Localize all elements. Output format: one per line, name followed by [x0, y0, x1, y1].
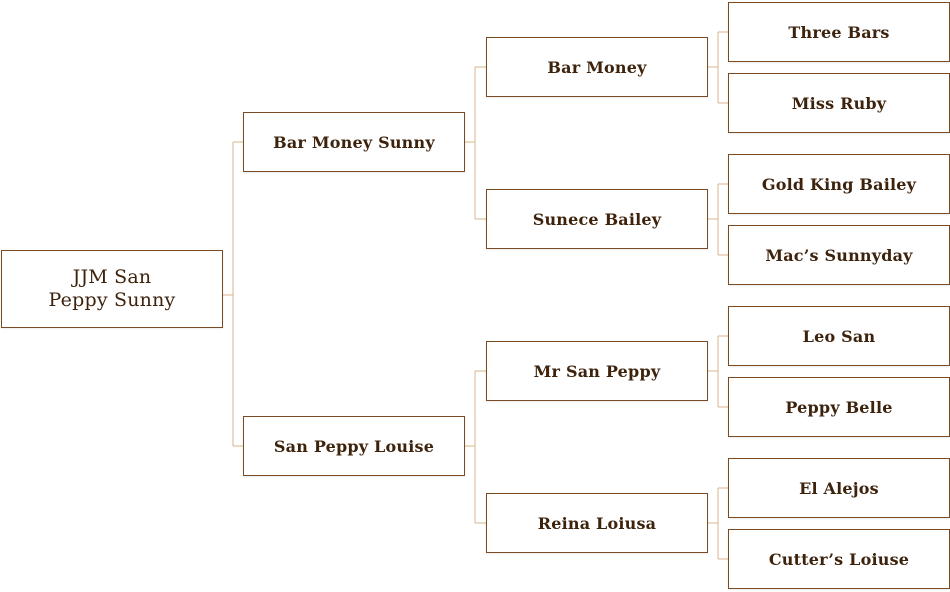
dam-dam-dam-box: Cutter’s Loiuse: [728, 529, 950, 589]
dam-sire-sire-box: Leo San: [728, 306, 950, 366]
dam-dam-box: Reina Loiusa: [486, 493, 708, 553]
dam-dam-sire-box: El Alejos: [728, 458, 950, 518]
sire-dam-sire-box: Gold King Bailey: [728, 154, 950, 214]
connector-line: [465, 66, 486, 220]
connector-line: [223, 141, 243, 447]
sire-dam-dam-box: Mac’s Sunnyday: [728, 225, 950, 285]
sire-sire-sire-box: Three Bars: [728, 2, 950, 62]
connector-line: [708, 335, 728, 408]
horse-name-line2: Peppy Sunny: [48, 289, 176, 311]
connector-line: [465, 370, 486, 524]
connector-line: [708, 31, 728, 104]
sire-sire-dam-box: Miss Ruby: [728, 73, 950, 133]
sire-sire-box: Bar Money: [486, 37, 708, 97]
dam-sire-dam-box: Peppy Belle: [728, 377, 950, 437]
sire-box: Bar Money Sunny: [243, 112, 465, 172]
dam-box: San Peppy Louise: [243, 416, 465, 476]
horse-name-box: JJM San Peppy Sunny: [1, 250, 223, 328]
connector-line: [708, 183, 728, 256]
connector-line: [708, 487, 728, 560]
horse-name-line1: JJM San: [72, 266, 152, 288]
sire-dam-box: Sunece Bailey: [486, 189, 708, 249]
dam-sire-box: Mr San Peppy: [486, 341, 708, 401]
